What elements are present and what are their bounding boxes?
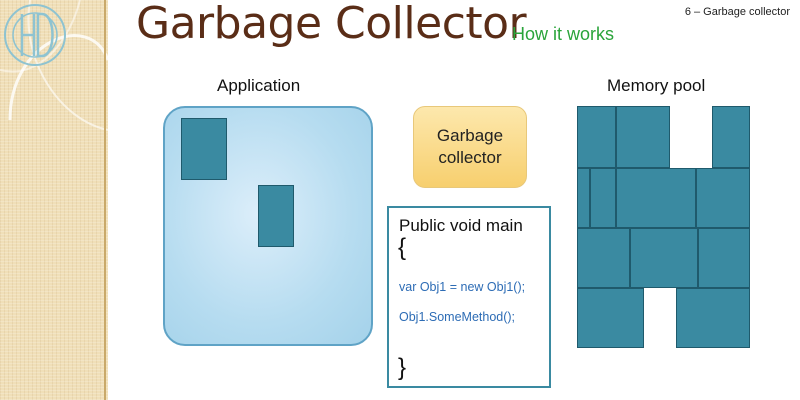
memory-block: [696, 168, 750, 228]
memory-block: [630, 228, 698, 288]
memory-pool-label: Memory pool: [607, 76, 706, 95]
code-box: Public void main { var Obj1 = new Obj1()…: [387, 206, 551, 388]
garbage-collector-box: Garbage collector: [413, 106, 527, 188]
hd-monogram-logo-icon: [4, 4, 66, 66]
application-object: [181, 118, 227, 180]
slide-title: Garbage Collector: [136, 0, 527, 49]
application-object: [258, 185, 294, 247]
code-line: var Obj1 = new Obj1();: [399, 280, 526, 294]
strip-border-line: [104, 0, 106, 400]
memory-block: [577, 168, 590, 228]
memory-block: [676, 288, 750, 348]
application-box: [163, 106, 373, 346]
memory-block: [577, 228, 630, 288]
garbage-collector-label-line1: Garbage: [436, 126, 504, 145]
memory-block: [616, 168, 696, 228]
memory-block: [577, 106, 616, 168]
memory-block: [698, 228, 750, 288]
memory-block: [590, 168, 616, 228]
decorative-side-strip: [0, 0, 108, 400]
code-header: Public void main: [399, 216, 523, 235]
memory-block: [712, 106, 750, 168]
code-close-brace: }: [398, 354, 407, 381]
code-line: Obj1.SomeMethod();: [399, 310, 516, 324]
garbage-collector-label-line2: collector: [438, 148, 502, 167]
slide-number-label: 6 – Garbage collector: [684, 6, 790, 18]
application-label: Application: [217, 76, 301, 95]
memory-block: [616, 106, 670, 168]
code-open-brace: {: [398, 234, 407, 261]
memory-block: [577, 288, 644, 348]
slide-subtitle: How it works: [512, 24, 615, 44]
